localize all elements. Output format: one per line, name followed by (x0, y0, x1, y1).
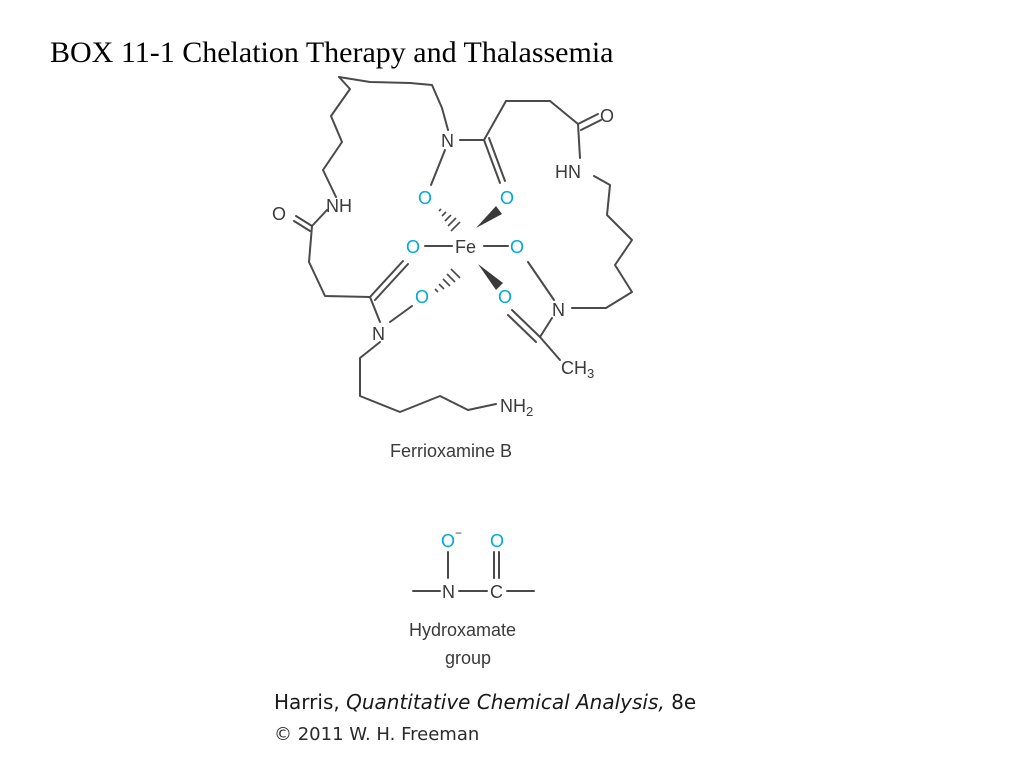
bond-c-hn (577, 123, 581, 159)
atom-hn: HN (555, 162, 581, 182)
atom-ch3: CH3 (561, 358, 594, 381)
molecule-name: Ferrioxamine B (390, 441, 512, 461)
atom-n-left: N (372, 324, 385, 344)
bond-chain-left (308, 225, 371, 298)
hx-atom-o: O (490, 531, 504, 551)
atom-n-top: N (441, 131, 454, 151)
hydroxamate-structure: O − O N C Hydroxamate group (409, 526, 535, 668)
hx-atom-o-minus: O (441, 531, 455, 551)
bond-c-n-left (369, 296, 381, 323)
atom-o-left: O (406, 237, 420, 257)
credit-book-title: Quantitative Chemical Analysis, (346, 690, 665, 714)
atom-o-bottom-left: O (415, 287, 429, 307)
bond-chain-top-left (322, 76, 351, 198)
bond-n-o-left (389, 305, 413, 323)
bond-co-acetyl (511, 309, 541, 338)
bond-n-c-right (539, 317, 553, 338)
bond-nh-carbonyl (311, 209, 328, 227)
bond-c-o-left (369, 260, 404, 298)
credit-book: Harris, Quantitative Chemical Analysis, … (274, 690, 696, 714)
bond-chain-bottom (359, 341, 497, 413)
hx-atom-n: N (442, 582, 455, 602)
wedge-bond-bottom-right (478, 264, 503, 290)
atom-o-carbonyl-left: O (272, 204, 286, 224)
bond-chain-top (338, 76, 449, 131)
bond-co-right (577, 113, 599, 125)
atom-o-carbonyl-right: O (600, 106, 614, 126)
bond-co-left (295, 215, 313, 227)
bond-chain-top-right (483, 100, 579, 141)
credit-author: Harris, (274, 690, 347, 714)
atom-fe: Fe (455, 237, 476, 257)
hx-caption-line2: group (445, 648, 491, 668)
credit-edition: 8e (664, 690, 697, 714)
bond-n-o-top (430, 149, 446, 186)
bond-c-ch3 (539, 336, 561, 361)
atom-nh: NH (326, 196, 352, 216)
bond-co-top (483, 139, 501, 184)
atom-n-right: N (552, 300, 565, 320)
hashed-bond-top-left (438, 208, 461, 232)
credit-copyright: © 2011 W. H. Freeman (274, 724, 480, 745)
hx-atom-c: C (490, 582, 503, 602)
atom-o-top-right: O (500, 188, 514, 208)
wedge-bond-top-right (476, 206, 502, 228)
atom-o-right: O (510, 237, 524, 257)
slide-title: BOX 11-1 Chelation Therapy and Thalassem… (50, 36, 614, 69)
hx-caption-line1: Hydroxamate (409, 620, 516, 640)
bond-n-o-right (527, 261, 555, 301)
hashed-bond-bottom-left (434, 268, 461, 293)
hx-charge: − (455, 526, 462, 540)
bond-chain-right (571, 175, 633, 309)
atom-o-bottom-right: O (498, 287, 512, 307)
ferrioxamine-structure: Fe O O O O O O N N N O O NH HN CH3 NH2 F… (272, 76, 633, 461)
atom-nh2: NH2 (500, 396, 533, 419)
atom-o-top-left: O (418, 188, 432, 208)
